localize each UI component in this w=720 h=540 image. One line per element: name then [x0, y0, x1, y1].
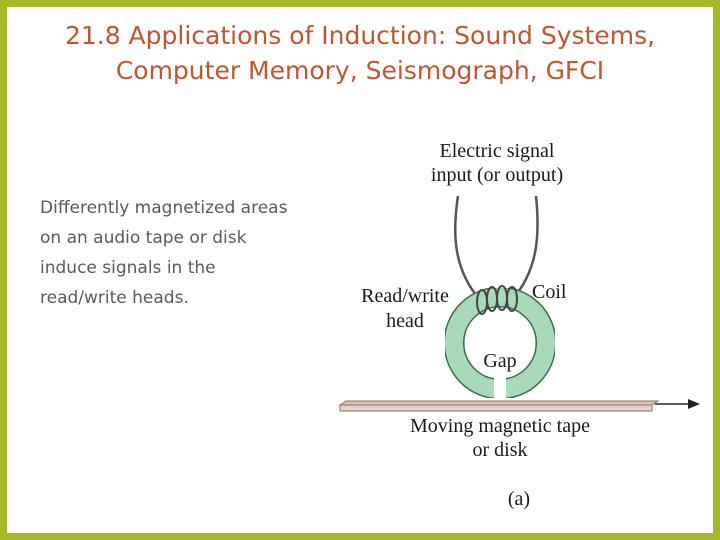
body-line-4: read/write heads. — [40, 288, 189, 308]
slide-title-line-2: Computer Memory, Seismograph, GFCI — [115, 56, 605, 85]
read-write-head-diagram: Electric signal input (or output) Read/w… — [338, 140, 700, 510]
slide-title: 21.8 Applications of Induction: Sound Sy… — [20, 18, 700, 88]
coil-windings — [476, 285, 518, 315]
label-panel-a: (a) — [508, 488, 530, 510]
magnetic-tape-front — [339, 404, 653, 412]
read-write-head-ring — [443, 286, 557, 400]
arrowhead-icon — [688, 399, 700, 409]
body-text: Differently magnetized areas on an audio… — [40, 193, 340, 313]
label-gap: Gap — [483, 350, 516, 372]
body-line-1: Differently magnetized areas — [40, 198, 288, 218]
label-head: head — [386, 310, 424, 332]
label-tape-line-2: or disk — [473, 439, 528, 461]
label-tape-line-1: Moving magnetic tape — [410, 415, 590, 437]
body-line-2: on an audio tape or disk — [40, 228, 247, 248]
label-signal-line-1: Electric signal — [440, 140, 555, 162]
body-line-3: induce signals in the — [40, 258, 216, 278]
signal-wire-left — [453, 195, 481, 301]
magnetic-tape — [338, 400, 660, 406]
label-coil: Coil — [532, 281, 567, 303]
label-read-write: Read/write — [361, 285, 449, 307]
label-signal-line-2: input (or output) — [431, 164, 563, 186]
slide-title-line-1: 21.8 Applications of Induction: Sound Sy… — [64, 21, 656, 50]
